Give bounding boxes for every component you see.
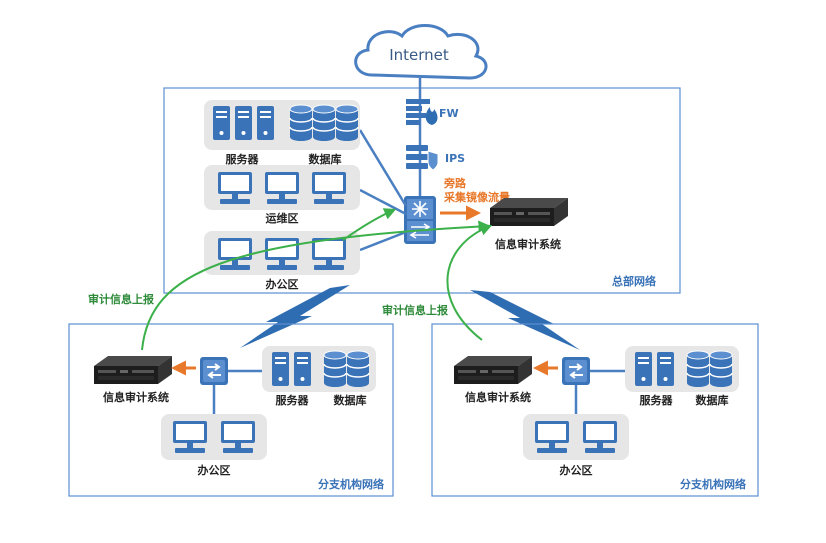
workstation-icon — [218, 238, 252, 270]
right-audit-label: 信息审计系统 — [465, 390, 531, 404]
right-servers-label: 服务器 — [640, 393, 674, 407]
right-report-label: 审计信息上报 — [382, 303, 449, 317]
server-icon — [213, 106, 230, 140]
mirror-traffic-label: 采集镜像流量 — [443, 190, 510, 204]
left-zone-label: 分支机构网络 — [318, 477, 384, 491]
right-zone-label: 分支机构网络 — [680, 477, 746, 491]
left-report-label: 审计信息上报 — [88, 292, 155, 306]
hq-audit-appliance-icon — [490, 198, 568, 226]
left-audit-appliance-icon — [94, 356, 172, 384]
hq-db-label: 数据库 — [309, 152, 342, 166]
ips-icon — [406, 145, 439, 171]
internet-label: Internet — [389, 46, 449, 64]
left-report-arrow — [141, 220, 491, 351]
workstation-icon — [221, 421, 255, 453]
wan-link-right — [470, 290, 580, 350]
left-branch-frame — [68, 323, 394, 497]
database-icon — [289, 104, 313, 142]
workstation-icon — [312, 238, 346, 270]
workstation-icon — [173, 421, 207, 453]
firewall-icon — [406, 99, 438, 125]
hq-audit-label: 信息审计系统 — [495, 237, 561, 251]
right-audit-appliance-icon — [454, 356, 532, 384]
server-icon — [635, 352, 652, 386]
workstation-icon — [535, 421, 569, 453]
left-switch-icon — [199, 356, 229, 386]
right-branch-frame — [431, 323, 759, 497]
database-icon — [312, 104, 336, 142]
core-switch-icon — [404, 196, 436, 244]
hq-office-label: 办公区 — [266, 277, 299, 291]
workstation-icon — [583, 421, 617, 453]
hq-zone-frame — [163, 87, 681, 294]
internet-cloud-icon — [354, 24, 488, 80]
hq-servers-label: 服务器 — [226, 152, 260, 166]
server-icon — [294, 352, 311, 386]
ops-report-arrow — [342, 208, 397, 241]
right-db-label: 数据库 — [696, 393, 729, 407]
workstation-icon — [218, 172, 252, 204]
workstation-icon — [265, 238, 299, 270]
bypass-label: 旁路 — [443, 176, 467, 190]
database-icon — [709, 350, 733, 388]
right-office-label: 办公区 — [560, 463, 593, 477]
right-report-arrow — [446, 224, 493, 341]
left-audit-label: 信息审计系统 — [103, 390, 169, 404]
fw-label: FW — [439, 107, 459, 120]
ips-label: IPS — [445, 152, 465, 165]
hq-zone-label: 总部网络 — [612, 274, 656, 288]
left-servers-label: 服务器 — [276, 393, 310, 407]
server-icon — [272, 352, 289, 386]
database-icon — [323, 350, 347, 388]
left-db-label: 数据库 — [334, 393, 367, 407]
server-icon — [235, 106, 252, 140]
server-icon — [657, 352, 674, 386]
left-office-label: 办公区 — [198, 463, 231, 477]
database-icon — [346, 350, 370, 388]
right-switch-icon — [561, 356, 591, 386]
database-icon — [686, 350, 710, 388]
server-icon — [257, 106, 274, 140]
database-icon — [335, 104, 359, 142]
workstation-icon — [265, 172, 299, 204]
wan-link-left — [240, 285, 350, 348]
hq-ops-label: 运维区 — [266, 211, 299, 225]
workstation-icon — [312, 172, 346, 204]
